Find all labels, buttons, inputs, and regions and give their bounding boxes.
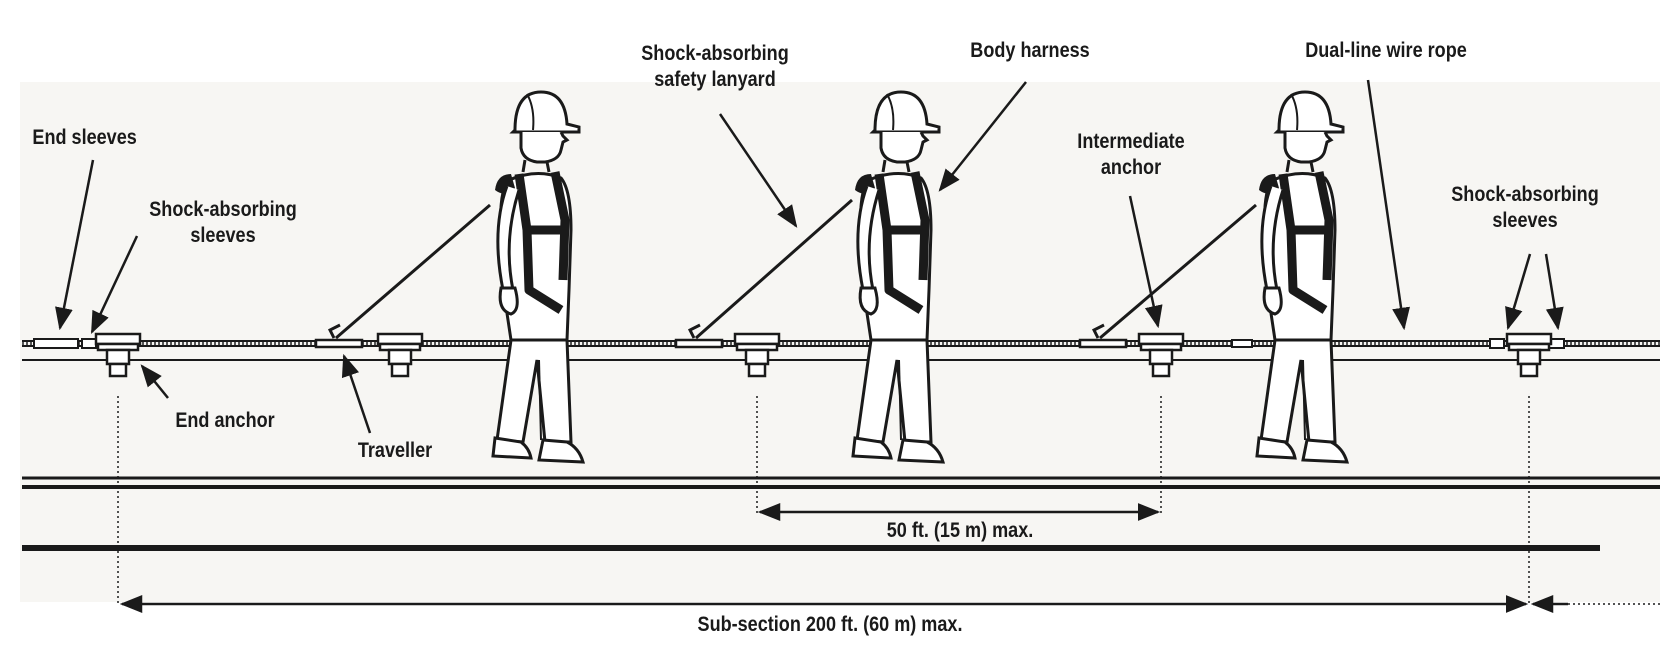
label-wire-rope: Dual-line wire rope [1305, 39, 1467, 62]
callout-arrows [55, 79, 1564, 434]
wire-rope [22, 340, 1660, 347]
label-subsection: Sub-section 200 ft. (60 m) max. [697, 613, 963, 636]
label-anchor-spacing: 50 ft. (15 m) max. [886, 519, 1034, 542]
label-traveller: Traveller [357, 439, 433, 462]
label-end-anchor: End anchor [175, 409, 275, 432]
lanyards [327, 198, 1257, 340]
traveller-1 [314, 338, 364, 349]
shock-sleeve-left [81, 338, 97, 349]
rope-clip [1231, 339, 1253, 348]
label-end-sleeves: End sleeves [32, 126, 137, 149]
shock-sleeve-right-a [1489, 338, 1505, 349]
dimension-leaders [117, 396, 1660, 605]
label-body-harness: Body harness [970, 39, 1090, 62]
traveller-3 [1078, 338, 1128, 349]
end-sleeve [33, 338, 79, 349]
traveller-2 [674, 338, 724, 349]
